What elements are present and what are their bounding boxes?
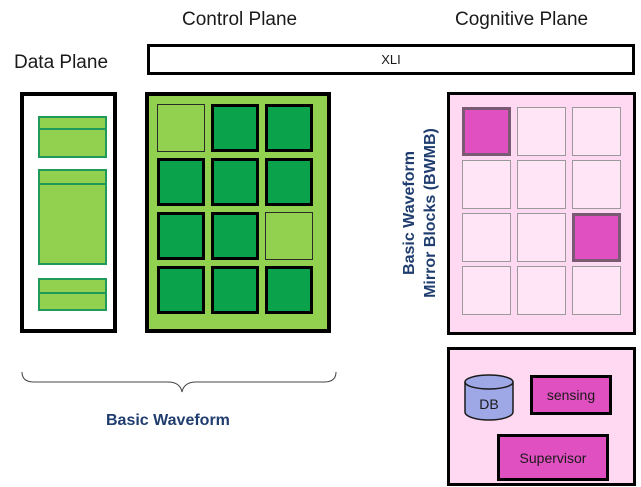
cognitive-components-box: DB sensing Supervisor (447, 347, 636, 486)
control-block-dark (157, 158, 205, 206)
xli-label: XLI (381, 52, 401, 67)
mirror-block-plain (517, 266, 566, 315)
control-block-dark (157, 212, 205, 260)
mirror-block-active (572, 213, 621, 262)
mirror-block-active (462, 107, 511, 156)
data-plane-box (20, 92, 117, 333)
mirror-block-plain (572, 107, 621, 156)
sensing-block: sensing (530, 375, 612, 415)
mirror-block-plain (462, 266, 511, 315)
bwmb-label-line1: Basic Waveform (401, 150, 418, 275)
data-plane-block-divider (40, 292, 105, 294)
cognitive-plane-title: Cognitive Plane (455, 9, 589, 30)
data-plane-block (38, 116, 107, 158)
mirror-block-plain (572, 160, 621, 209)
mirror-block-plain (517, 160, 566, 209)
db-label: DB (479, 396, 499, 412)
supervisor-label: Supervisor (519, 449, 587, 466)
mirror-block-plain (517, 213, 566, 262)
bwmb-label-line2: Mirror Blocks (BWMB) (422, 127, 439, 298)
control-block-dark (211, 158, 259, 206)
mirror-block-plain (462, 160, 511, 209)
sensing-label: sensing (546, 387, 596, 403)
mirror-block-plain (462, 213, 511, 262)
mirror-blocks-box (447, 92, 636, 335)
bwmb-label: Basic Waveform Mirror Blocks (BWMB) (392, 92, 448, 333)
xli-bar: XLI (147, 44, 635, 75)
control-block-dark (211, 212, 259, 260)
data-plane-block (38, 278, 107, 311)
control-block-dark (265, 104, 313, 152)
data-plane-block-divider (40, 128, 105, 130)
database-icon (464, 374, 514, 421)
mirror-block-plain (517, 107, 566, 156)
data-plane-block-divider (40, 183, 105, 185)
control-plane-title: Control Plane (182, 9, 298, 30)
supervisor-block: Supervisor (497, 434, 609, 481)
control-block-light (157, 104, 205, 152)
control-block-dark (211, 104, 259, 152)
data-plane-title: Data Plane (14, 52, 109, 73)
control-block-dark (265, 266, 313, 314)
control-block-light (265, 212, 313, 260)
control-block-dark (211, 266, 259, 314)
control-plane-box (145, 92, 331, 333)
control-block-dark (265, 158, 313, 206)
control-block-dark (157, 266, 205, 314)
basic-waveform-label: Basic Waveform (106, 412, 230, 429)
data-plane-block (38, 169, 107, 265)
basic-waveform-brace (21, 371, 337, 393)
mirror-block-plain (572, 266, 621, 315)
